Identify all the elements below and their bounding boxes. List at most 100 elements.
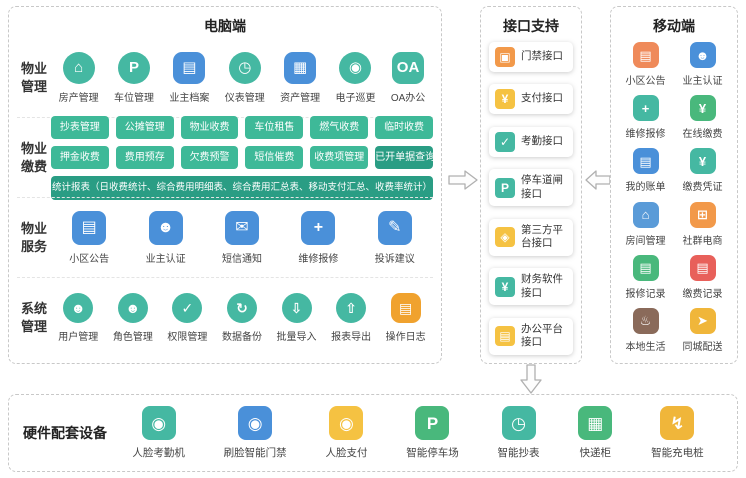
interface-card-icon: ◈ xyxy=(495,227,515,248)
interface-card: ▤ 办公平台接口 xyxy=(489,317,573,355)
feature-label: 操作日志 xyxy=(385,331,426,343)
feature-icon: ▤ xyxy=(173,51,206,84)
feature-icon-glyph: ➤ xyxy=(697,313,708,329)
feature-icon: ◉ xyxy=(339,51,372,84)
feature-icon: OA xyxy=(392,51,425,84)
feature-item: ▤ 报修记录 xyxy=(626,254,666,300)
feature-icon-glyph: ☻ xyxy=(125,299,141,316)
interface-card-icon-glyph: P xyxy=(500,180,509,195)
interface-card-label: 财务软件接口 xyxy=(521,273,563,299)
feature-item: ◷ 仪表管理 xyxy=(224,51,265,104)
feature-icon-glyph: + xyxy=(641,100,650,116)
feature-item: ▤ 缴费记录 xyxy=(682,254,723,300)
feature-label: 数据备份 xyxy=(221,331,262,343)
feature-label: 资产管理 xyxy=(280,92,321,104)
interface-card: ¥ 支付接口 xyxy=(489,84,573,115)
hardware-panel-title: 硬件配套设备 xyxy=(23,425,107,441)
interface-card-icon-glyph: ¥ xyxy=(501,279,509,294)
feature-label: 人脸考勤机 xyxy=(132,447,185,459)
feature-item: ✉ 短信通知 xyxy=(221,210,262,265)
interface-card-label: 停车道闸接口 xyxy=(521,173,563,200)
interface-card-icon: ✓ xyxy=(495,131,515,152)
feature-label: 业主认证 xyxy=(145,253,186,265)
feature-label: 在线缴费 xyxy=(682,129,723,141)
feature-icon-glyph: ↯ xyxy=(670,413,685,433)
interface-card: ▣ 门禁接口 xyxy=(489,42,573,72)
interface-card: ✓ 考勤接口 xyxy=(489,126,573,157)
feature-item: ◉ 电子巡更 xyxy=(335,51,375,104)
interface-card-label: 办公平台接口 xyxy=(521,322,563,349)
feature-icon-glyph: ⇩ xyxy=(290,299,303,316)
interface-support-title: 接口支持 xyxy=(503,18,559,34)
property-service-feature-row: ▤ 小区公告 ☻ 业主认证 ✉ 短信通知 + 维修报修 ✎ 投诉建议 xyxy=(51,210,433,265)
hardware-panel: 硬件配套设备 ◉ 人脸考勤机 ◉ 刷脸智能门禁 ◉ 人脸支付 P 智能停车场 ◷… xyxy=(8,394,738,472)
feature-icon: ✉ xyxy=(224,210,259,245)
feature-item: ⇧ 报表导出 xyxy=(331,292,372,343)
payment-feature-button: 临时收费 xyxy=(375,115,433,139)
feature-label: 维修报修 xyxy=(625,129,666,141)
payment-feature-button: 费用预存 xyxy=(115,145,174,169)
section-label-property-service: 物业服务 xyxy=(20,220,47,254)
interface-card: ¥ 财务软件接口 xyxy=(489,268,573,306)
feature-icon: + xyxy=(301,210,336,245)
feature-item: ▦ 快递柜 xyxy=(578,406,613,460)
property-management-feature-row: ⌂ 房产管理 P 车位管理 ▤ 业主档案 ◷ 仪表管理 ▦ 资产管理 ◉ 电子巡… xyxy=(51,51,433,104)
feature-item: ◷ 智能抄表 xyxy=(498,406,540,460)
feature-icon: + xyxy=(632,95,659,122)
mobile-panel: 移动端 ▤ 小区公告 ☻ 业主认证 + 维修报修 ¥ 在线缴费 ▤ 我的账单 ¥ xyxy=(610,6,738,364)
feature-item: ☻ 业主认证 xyxy=(683,42,723,87)
arrow-down-icon xyxy=(520,364,542,394)
feature-icon-glyph: ¥ xyxy=(698,100,707,116)
payment-feature-button: 公摊管理 xyxy=(115,115,174,139)
feature-item: ◉ 人脸考勤机 xyxy=(132,406,185,460)
mobile-feature-grid: ▤ 小区公告 ☻ 业主认证 + 维修报修 ¥ 在线缴费 ▤ 我的账单 ¥ 缴费凭… xyxy=(617,38,731,357)
feature-icon-glyph: ⇧ xyxy=(345,299,357,316)
payment-feature-button: 抄表管理 xyxy=(51,115,109,139)
feature-icon-glyph: ⊞ xyxy=(697,207,708,223)
feature-label: 智能停车场 xyxy=(406,447,459,459)
feature-icon: ➤ xyxy=(689,307,716,334)
feature-label: 权限管理 xyxy=(167,331,208,343)
hardware-feature-row: ◉ 人脸考勤机 ◉ 刷脸智能门禁 ◉ 人脸支付 P 智能停车场 ◷ 智能抄表 ▦… xyxy=(113,406,723,460)
interface-card-label: 考勤接口 xyxy=(521,134,563,147)
feature-label: 报表导出 xyxy=(331,331,372,343)
payment-feature-button: 已开单据查询 xyxy=(375,145,433,169)
interface-card: ◈ 第三方平台接口 xyxy=(489,218,573,256)
feature-icon-glyph: ⌂ xyxy=(74,59,84,76)
feature-label: 快递柜 xyxy=(579,447,612,459)
feature-label: 仪表管理 xyxy=(224,92,265,104)
feature-icon-glyph: ¥ xyxy=(698,153,707,169)
interface-card-icon-glyph: ▣ xyxy=(499,50,511,64)
feature-icon: ▤ xyxy=(689,254,716,281)
feature-icon-glyph: ▦ xyxy=(587,413,604,433)
mobile-panel-title: 移动端 xyxy=(653,18,695,34)
feature-icon: ☻ xyxy=(63,292,94,323)
feature-item: ✎ 投诉建议 xyxy=(374,210,415,265)
feature-item: ⊞ 社群电商 xyxy=(683,201,723,247)
feature-item: ☻ 业主认证 xyxy=(145,210,186,265)
feature-icon-glyph: ▤ xyxy=(639,153,652,169)
feature-icon: ↻ xyxy=(226,292,257,323)
feature-icon-glyph: ▤ xyxy=(696,260,709,276)
feature-label: 投诉建议 xyxy=(374,253,415,265)
feature-icon: ¥ xyxy=(689,148,716,175)
feature-item: ¥ 缴费凭证 xyxy=(683,148,723,193)
feature-label: 缴费记录 xyxy=(682,288,723,300)
feature-label: 同城配送 xyxy=(682,341,723,353)
feature-icon: ▤ xyxy=(72,210,107,245)
interface-card-icon: ¥ xyxy=(495,276,515,297)
feature-label: OA办公 xyxy=(390,92,426,104)
feature-icon-glyph: ◷ xyxy=(238,59,252,76)
feature-label: 我的账单 xyxy=(625,182,666,194)
feature-label: 短信通知 xyxy=(221,253,262,265)
interface-card-icon: ▣ xyxy=(495,47,515,67)
feature-icon: ⊞ xyxy=(689,201,716,228)
statistics-report-bar: 统计报表（日收费统计、综合费用明细表、综合费用汇总表、移动支付汇总、收费率统计） xyxy=(51,175,433,200)
feature-icon-glyph: ▦ xyxy=(293,59,308,76)
feature-icon-glyph: ⌂ xyxy=(641,207,650,223)
feature-icon: P xyxy=(118,51,151,84)
feature-icon: ▦ xyxy=(578,406,613,440)
feature-icon-glyph: P xyxy=(129,59,140,76)
feature-item: ☻ 用户管理 xyxy=(58,292,98,343)
interface-card-label: 门禁接口 xyxy=(521,50,563,63)
